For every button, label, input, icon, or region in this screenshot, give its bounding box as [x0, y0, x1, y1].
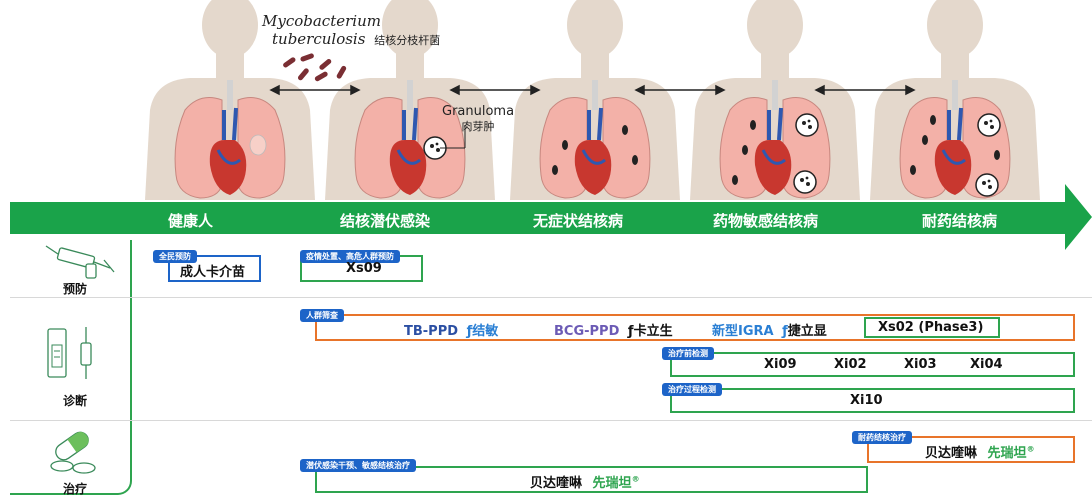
screening-box: [315, 314, 1075, 341]
bcgppd-brand-icon: ƒ: [627, 324, 634, 339]
bacteria-icon: [283, 53, 347, 82]
pretreat-item-xi02: Xi02: [834, 357, 867, 372]
prevention-tag-2: 疫情处置、高危人群预防: [300, 250, 400, 263]
latent-drug-name: 贝达喹啉: [530, 476, 583, 491]
prevention-product-2: Xs09: [346, 261, 382, 276]
mdr-drug-label: 贝达喹啉 先瑞坦®: [925, 442, 1035, 461]
tbppd-label: TB-PPD ƒ结敏: [404, 320, 498, 339]
stage-label-healthy: 健康人: [168, 212, 214, 230]
bcgppd-label: BCG-PPD ƒ卡立生: [554, 320, 673, 339]
category-prevention: 预防: [62, 282, 87, 296]
stage-label-drug-resistant: 耐药结核病: [922, 212, 998, 230]
latent-drug-brand: 先瑞坦: [592, 476, 632, 491]
prevention-tag-1: 全民预防: [153, 250, 197, 263]
prevention-box-1: [168, 255, 261, 282]
figure-drug-resistant: [870, 0, 1040, 200]
tbppd-brand-icon: ƒ: [466, 324, 473, 339]
stage-arrow: [10, 184, 1092, 250]
latent-drug-label: 贝达喹啉 先瑞坦®: [530, 472, 640, 491]
figure-drug-sensitive: [690, 0, 860, 200]
granuloma-name-en: Granuloma: [442, 104, 515, 119]
screening-tag: 人群筛查: [300, 309, 344, 322]
during-treatment-tag: 治疗过程检测: [662, 383, 722, 396]
bcgppd-brand: 卡立生: [633, 324, 673, 339]
mdr-drug-name: 贝达喹啉: [925, 446, 978, 461]
pills-icon: [50, 431, 96, 474]
category-sidebar: [10, 240, 132, 495]
stage-label-drug-sensitive: 药物敏感结核病: [713, 212, 819, 230]
test-kit-icon: [47, 327, 92, 379]
mdr-treatment-box: [867, 436, 1075, 463]
pretreat-item-xi09: Xi09: [764, 357, 797, 372]
xs02-label: Xs02 (Phase3): [878, 320, 984, 335]
prevention-product-1: 成人卡介苗: [180, 265, 246, 280]
stage-label-asymptomatic: 无症状结核病: [533, 212, 624, 230]
stage-label-latent: 结核潜伏感染: [340, 212, 431, 230]
figure-asymptomatic: [510, 0, 680, 200]
bcgppd-name: BCG-PPD: [554, 324, 620, 339]
igra-name: 新型IGRA: [712, 324, 774, 339]
mdr-treatment-tag: 耐药结核治疗: [852, 431, 912, 444]
igra-label: 新型IGRA ƒ捷立显: [712, 320, 827, 339]
granuloma-label: Granuloma 肉芽肿: [442, 104, 514, 134]
during-treatment-box: [670, 388, 1075, 413]
progression-arrows: [269, 84, 916, 96]
pathogen-name-cn: 结核分枝杆菌: [374, 34, 441, 47]
xs02-box: [864, 317, 1000, 338]
divider-1: [10, 297, 1092, 298]
tbppd-name: TB-PPD: [404, 324, 459, 339]
figure-healthy: [145, 0, 315, 200]
tbppd-brand: 结敏: [472, 324, 499, 339]
pretreatment-box: [670, 352, 1075, 377]
latent-treatment-box: [315, 466, 868, 493]
mdr-drug-brand: 先瑞坦: [987, 446, 1027, 461]
mdr-reg-mark: ®: [1026, 444, 1035, 454]
igra-brand: 捷立显: [787, 324, 827, 339]
granuloma-name-cn: 肉芽肿: [461, 120, 495, 133]
stage-illustrations: [145, 0, 1040, 200]
syringe-icon: [45, 245, 115, 279]
latent-reg-mark: ®: [631, 474, 640, 484]
divider-2: [10, 420, 1092, 421]
category-diagnosis: 诊断: [62, 394, 87, 408]
pretreat-item-xi03: Xi03: [904, 357, 937, 372]
pathogen-name-line2: tuberculosis: [272, 30, 366, 48]
category-treatment: 治疗: [62, 482, 87, 496]
pathogen-name-line1: Mycobacterium: [262, 12, 381, 30]
pathogen-label: Mycobacterium tuberculosis 结核分枝杆菌: [262, 12, 440, 50]
pretreat-item-xi04: Xi04: [970, 357, 1003, 372]
pretreatment-tag: 治疗前检测: [662, 347, 714, 360]
latent-treatment-tag: 潜伏感染干预、敏感结核治疗: [300, 459, 416, 472]
igra-brand-icon: ƒ: [782, 324, 788, 339]
during-item-xi10: Xi10: [850, 393, 883, 408]
